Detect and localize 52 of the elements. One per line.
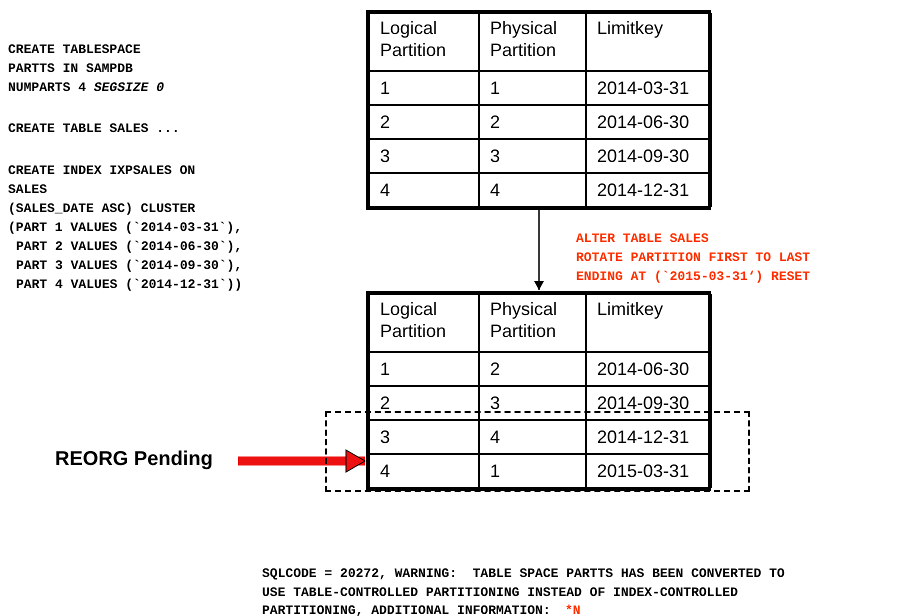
table-cell: 1: [479, 71, 586, 105]
column-header: Limitkey: [586, 294, 712, 352]
command-line: ALTER TABLE SALES: [576, 231, 709, 247]
table-cell: 2015-03-31: [586, 454, 712, 488]
message-code: *N: [565, 603, 581, 616]
table-cell: 4: [369, 173, 479, 207]
table-cell: 3: [369, 420, 479, 454]
table-cell: 2: [479, 352, 586, 386]
code-line: (SALES_DATE ASC) CLUSTER: [8, 201, 196, 217]
message-line: SQLCODE = 20272, WARNING: TABLE SPACE PARTTS HAS BEEN CONVERTED TO: [262, 566, 785, 582]
table-cell: 2014-12-31: [586, 173, 712, 207]
table-cell: 3: [479, 386, 586, 420]
command-line: ENDING AT (`2015-03-31‘) RESET: [576, 269, 810, 285]
message-line: PARTITIONING, ADDITIONAL INFORMATION:: [262, 603, 551, 616]
column-header: Logical Partition: [369, 13, 479, 71]
column-header: Logical Partition: [369, 294, 479, 352]
table-cell: 1: [369, 71, 479, 105]
code-line: CREATE TABLE SALES ...: [8, 121, 180, 137]
table-cell: 4: [479, 173, 586, 207]
arrow: [238, 450, 366, 472]
table-cell: 3: [369, 139, 479, 173]
code-line: CREATE INDEX IXPSALES ON: [8, 163, 196, 179]
table-cell: 2014-09-30: [586, 386, 712, 420]
partition-table: [366, 291, 711, 491]
column-header: Physical Partition: [479, 294, 586, 352]
table-cell: 2: [479, 105, 586, 139]
code-line: PART 3 VALUES (`2014-09-30`),: [16, 258, 242, 274]
column-header: Limitkey: [586, 13, 712, 71]
message-line: USE TABLE-CONTROLLED PARTITIONING INSTEAD OF INDEX-CONTROLLED: [262, 585, 738, 601]
table-cell: 2014-09-30: [586, 139, 712, 173]
table-cell: 2: [369, 386, 479, 420]
table-cell: 2014-06-30: [586, 352, 712, 386]
status-label: REORG Pending: [55, 448, 213, 471]
table-cell: 1: [479, 454, 586, 488]
table-cell: 2014-06-30: [586, 105, 712, 139]
table-cell: 1: [369, 352, 479, 386]
code-line: PART 2 VALUES (`2014-06-30`),: [16, 239, 242, 255]
column-header: Physical Partition: [479, 13, 586, 71]
code-line: PART 4 VALUES (`2014-12-31`)): [16, 277, 242, 293]
code-line: NUMPARTS 4 SEGSIZE 0: [8, 80, 164, 96]
table-cell: 4: [369, 454, 479, 488]
code-line: SALES: [8, 182, 48, 198]
table-cell: 4: [479, 420, 586, 454]
table-cell: 2014-12-31: [586, 420, 712, 454]
table-cell: 3: [479, 139, 586, 173]
command-line: ROTATE PARTITION FIRST TO LAST: [576, 250, 810, 266]
code-line: PARTTS IN SAMPDB: [8, 61, 133, 77]
table-cell: 2014-03-31: [586, 71, 712, 105]
partition-table: [366, 10, 711, 210]
code-line: CREATE TABLESPACE: [8, 42, 141, 58]
table-cell: 2: [369, 105, 479, 139]
code-line: (PART 1 VALUES (`2014-03-31`),: [8, 220, 242, 236]
